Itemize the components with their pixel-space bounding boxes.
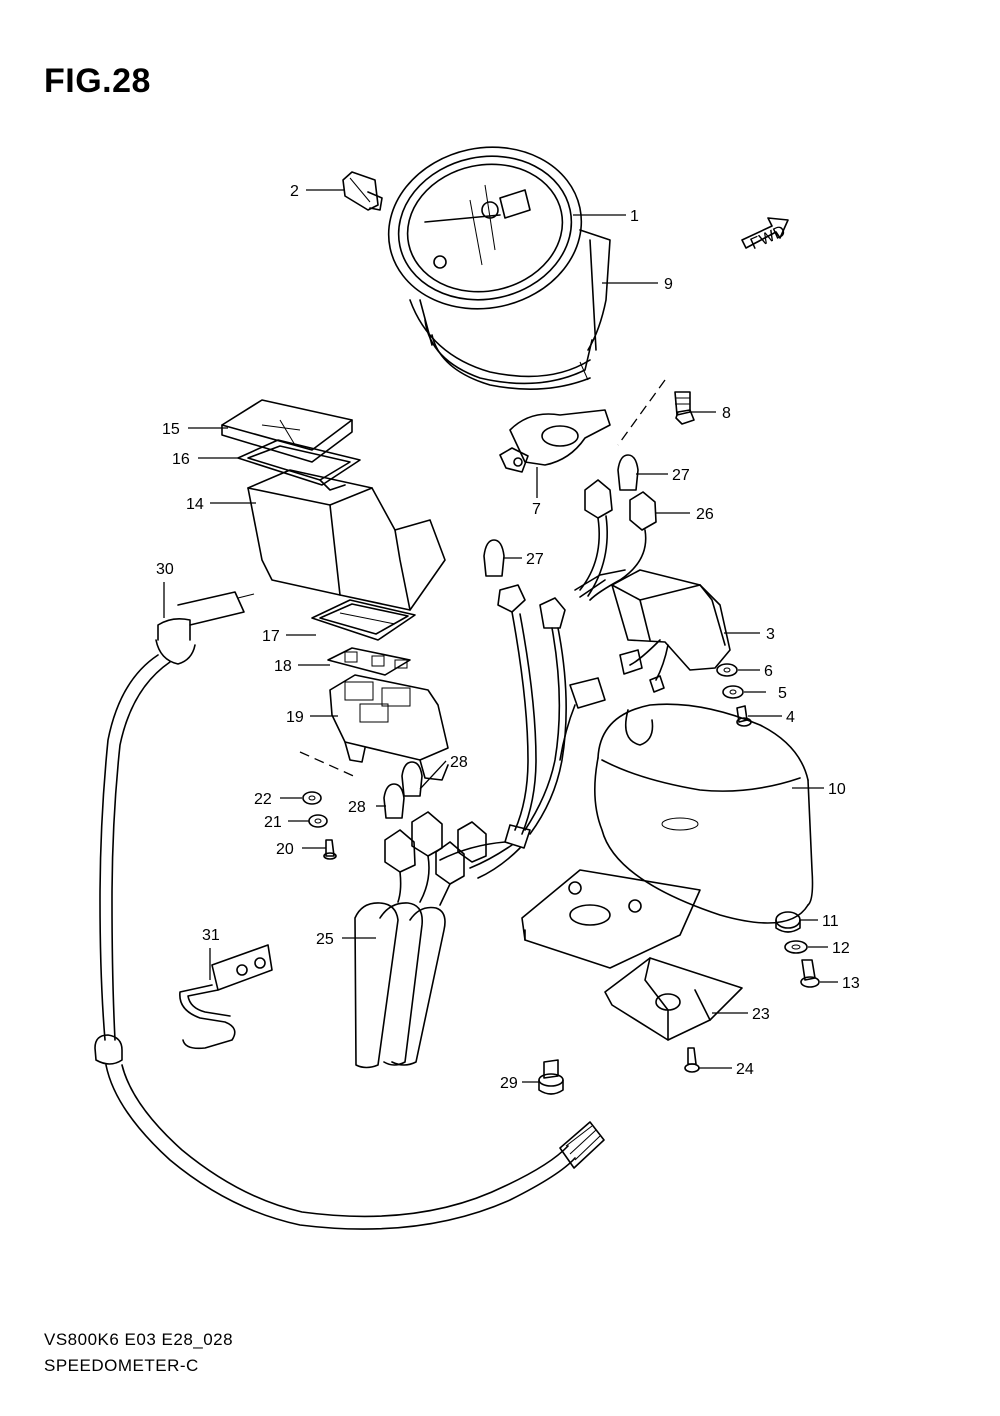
speedometer-cable-part-30	[94, 591, 605, 1230]
callout-26: 26	[696, 506, 714, 523]
callout-19: 19	[286, 709, 304, 726]
callout-23: 23	[752, 1006, 770, 1023]
callout-6: 6	[764, 663, 773, 680]
callout-labels: 1 2 3 4 5 6 7 8 9 10 11 12 13 14 15 16 1…	[156, 183, 860, 1092]
socket-assembly-part-25	[354, 811, 487, 1069]
bracket-part-23	[604, 957, 743, 1041]
callout-1: 1	[630, 208, 639, 225]
callout-18: 18	[274, 658, 292, 675]
callout-17: 17	[262, 628, 280, 645]
indicator-case-part-14	[247, 469, 446, 611]
callout-3: 3	[766, 626, 775, 643]
callout-15: 15	[162, 421, 180, 438]
callout-8: 8	[722, 405, 731, 422]
callout-31: 31	[202, 927, 220, 944]
footer-model-code: VS800K6 E03 E28_028	[44, 1330, 234, 1349]
speedometer-assembly	[387, 146, 611, 390]
callout-28-lower: 28	[348, 799, 366, 816]
screw-part-20	[323, 839, 337, 860]
relay-part-3	[611, 569, 731, 693]
callout-2: 2	[290, 183, 299, 200]
callout-7: 7	[532, 501, 541, 518]
bulb-part-28	[383, 761, 423, 819]
nut-part-21	[308, 814, 328, 828]
clamp-bracket-part-31	[179, 944, 273, 1050]
callout-21: 21	[264, 814, 282, 831]
callout-22: 22	[254, 791, 272, 808]
callout-29: 29	[500, 1075, 518, 1092]
callout-5: 5	[778, 685, 787, 702]
washer-part-12	[784, 940, 808, 954]
callout-12: 12	[832, 940, 850, 957]
indicator-socket-housing-part-19	[329, 674, 449, 781]
indicator-reflector-part-18	[327, 647, 411, 676]
speedometer-socket-part	[342, 171, 383, 211]
callout-11: 11	[822, 913, 839, 930]
leader-lines	[163, 189, 838, 1083]
bulb-part-27-upper	[617, 454, 639, 491]
washer-part-22	[302, 791, 322, 805]
indicator-seal-part-16	[237, 439, 361, 486]
callout-13: 13	[842, 975, 860, 992]
nut-part-5	[722, 685, 744, 699]
bulb-part-27-lower	[483, 539, 505, 577]
callout-9: 9	[664, 276, 673, 293]
callout-30: 30	[156, 561, 174, 578]
mounting-bracket-plate	[521, 869, 701, 969]
bolt-part-13	[800, 959, 820, 988]
figure-title: FIG.28	[44, 62, 151, 100]
screw-part-4	[736, 705, 752, 727]
socket-bracket-part-7	[499, 409, 611, 473]
callout-4: 4	[786, 709, 795, 726]
wiring-harness	[439, 569, 626, 879]
indicator-gasket-part-17	[311, 599, 416, 641]
callout-14: 14	[186, 496, 204, 513]
callout-16: 16	[172, 451, 190, 468]
callout-27-lower: 27	[526, 551, 544, 568]
callout-20: 20	[276, 841, 294, 858]
washer-part-6	[716, 663, 738, 677]
callout-25: 25	[316, 931, 334, 948]
callout-24: 24	[736, 1061, 754, 1078]
bolt-part-29	[538, 1059, 564, 1095]
screw-part-24	[684, 1047, 700, 1073]
callout-27-upper: 27	[672, 467, 690, 484]
footer-diagram-name: SPEEDOMETER-C	[44, 1356, 199, 1375]
meter-cover-part-10	[594, 703, 814, 924]
callout-10: 10	[828, 781, 846, 798]
fwd-direction-arrow: FWD	[741, 217, 789, 253]
bolt-part-8	[674, 391, 695, 425]
callout-28-upper: 28	[450, 754, 468, 771]
